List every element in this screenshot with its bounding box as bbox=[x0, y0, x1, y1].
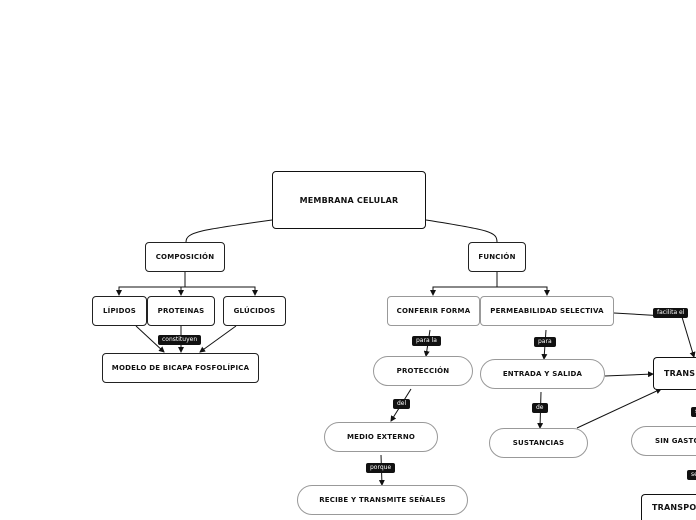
node-sustancias[interactable]: SUSTANCIAS bbox=[489, 428, 588, 458]
node-proteinas[interactable]: PROTEINAS bbox=[147, 296, 215, 326]
node-membrana-celular[interactable]: MEMBRANA CELULAR bbox=[272, 171, 426, 229]
label-porque: porque bbox=[366, 463, 396, 473]
node-label: ENTRADA Y SALIDA bbox=[502, 370, 583, 378]
label-de: de bbox=[532, 403, 548, 413]
node-label: TRANSPO bbox=[652, 503, 696, 512]
label-para-la: para la bbox=[412, 336, 441, 346]
node-label: CONFERIR FORMA bbox=[396, 307, 471, 315]
edge-root-composicion bbox=[185, 219, 273, 243]
node-sin-gasto-partial[interactable]: SIN GASTO bbox=[631, 426, 696, 456]
node-transporte-partial[interactable]: TRANS bbox=[653, 357, 696, 390]
node-medio-externo[interactable]: MEDIO EXTERNO bbox=[324, 422, 438, 452]
edge-root-funcion bbox=[425, 219, 498, 243]
node-label: PROTECCIÓN bbox=[396, 367, 450, 375]
node-modelo-bicapa[interactable]: MODELO DE BICAPA FOSFOLÍPICA bbox=[102, 353, 259, 383]
node-label: FUNCIÓN bbox=[478, 253, 516, 261]
node-label: MEDIO EXTERNO bbox=[346, 433, 416, 441]
node-label: PROTEINAS bbox=[157, 307, 205, 315]
node-label: COMPOSICIÓN bbox=[155, 253, 215, 261]
edge-permeabilidad-trans bbox=[613, 312, 696, 358]
label-partial-se: se bbox=[687, 470, 696, 480]
node-proteccion[interactable]: PROTECCIÓN bbox=[373, 356, 473, 386]
edge-funcion-permeabilidad bbox=[497, 286, 550, 296]
node-label: LÍPIDOS bbox=[102, 307, 136, 315]
label-partial-s: s bbox=[691, 407, 696, 417]
edge-composicion-glucidos bbox=[185, 286, 258, 296]
edge-glucidos-modelo bbox=[199, 325, 237, 353]
label-constituyen: constituyen bbox=[158, 335, 202, 345]
node-transporte-partial-2[interactable]: TRANSPO bbox=[641, 494, 696, 520]
edge-entrada-trans bbox=[604, 371, 654, 378]
node-funcion[interactable]: FUNCIÓN bbox=[468, 242, 526, 272]
node-recibe-transmite[interactable]: RECIBE Y TRANSMITE SEÑALES bbox=[297, 485, 468, 515]
node-glucidos[interactable]: GLÚCIDOS bbox=[223, 296, 286, 326]
label-del: del bbox=[393, 399, 411, 409]
node-lipidos[interactable]: LÍPIDOS bbox=[92, 296, 147, 326]
label-facilita-el: facilita el bbox=[653, 308, 689, 318]
node-entrada-salida[interactable]: ENTRADA Y SALIDA bbox=[480, 359, 605, 389]
node-label: MODELO DE BICAPA FOSFOLÍPICA bbox=[111, 364, 250, 372]
node-permeabilidad-selectiva[interactable]: PERMEABILIDAD SELECTIVA bbox=[480, 296, 614, 326]
node-label: RECIBE Y TRANSMITE SEÑALES bbox=[319, 496, 446, 504]
node-label: TRANS bbox=[664, 369, 696, 378]
node-label: SIN GASTO bbox=[655, 437, 696, 445]
label-para: para bbox=[534, 337, 556, 347]
node-conferir-forma[interactable]: CONFERIR FORMA bbox=[387, 296, 480, 326]
node-label: MEMBRANA CELULAR bbox=[299, 195, 399, 205]
node-label: GLÚCIDOS bbox=[233, 307, 276, 315]
edge-lipidos-modelo bbox=[135, 325, 165, 353]
edge-sustancias-trans bbox=[576, 388, 662, 429]
node-label: PERMEABILIDAD SELECTIVA bbox=[490, 307, 604, 315]
edge-composicion-trunk bbox=[116, 271, 186, 296]
edge-funcion-trunk bbox=[430, 271, 498, 296]
node-label: SUSTANCIAS bbox=[512, 439, 565, 447]
node-composicion[interactable]: COMPOSICIÓN bbox=[145, 242, 225, 272]
